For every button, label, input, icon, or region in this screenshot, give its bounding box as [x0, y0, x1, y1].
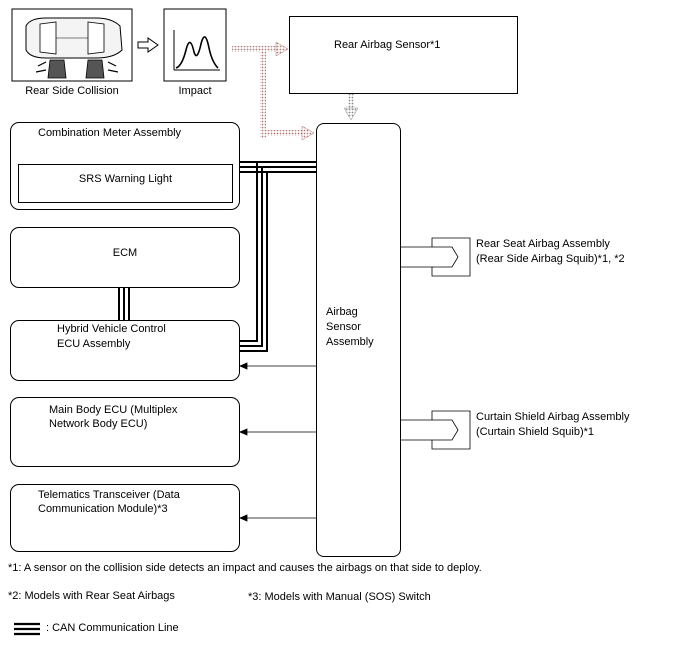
sensor-signal-arrow [343, 94, 359, 121]
rear-airbag-sensor-label: Rear Airbag Sensor*1 [334, 39, 441, 51]
curtain-airbag-label-line2: (Curtain Shield Squib)*1 [476, 426, 595, 438]
collision-image [11, 8, 133, 82]
hybrid-ecu-label-line1: Hybrid Vehicle Control [57, 323, 166, 335]
impact-graph [163, 8, 227, 82]
ecm-label: ECM [112, 247, 138, 259]
airbag-sensor-label-line2: Sensor [326, 321, 361, 333]
main-body-ecu-label-line2: Network Body ECU) [49, 418, 148, 430]
impact-label: Impact [178, 85, 212, 97]
can-legend-icon [14, 622, 40, 636]
telematics-label-line1: Telematics Transceiver (Data [38, 489, 180, 501]
hybrid-ecu-label-line2: ECU Assembly [57, 338, 131, 350]
collision-to-impact-arrow [137, 37, 159, 53]
collision-label: Rear Side Collision [25, 85, 119, 97]
airbag-sensor-assembly-box: Airbag Sensor Assembly [316, 123, 401, 557]
can-line-ecm [118, 288, 130, 321]
can-line-meter [240, 161, 316, 173]
curtain-squib-connector [401, 410, 471, 450]
rear-seat-airbag-label-line1: Rear Seat Airbag Assembly [476, 238, 610, 250]
telematics-label-line2: Communication Module)*3 [38, 503, 168, 515]
rear-seat-airbag-label-line2: (Rear Side Airbag Squib)*1, *2 [476, 253, 625, 265]
signal-arrows-left [238, 362, 316, 522]
impact-signal-arrows [232, 41, 315, 141]
footnote-1: *1: A sensor on the collision side detec… [8, 562, 482, 574]
footnote-2: *2: Models with Rear Seat Airbags [8, 590, 175, 602]
rear-seat-squib-connector [401, 237, 471, 277]
hybrid-ecu-box: Hybrid Vehicle Control ECU Assembly [10, 320, 240, 381]
main-body-ecu-box: Main Body ECU (Multiplex Network Body EC… [10, 397, 240, 467]
footnote-3: *3: Models with Manual (SOS) Switch [248, 591, 431, 603]
ecm-box: ECM [10, 227, 240, 288]
combination-meter-box: Combination Meter Assembly SRS Warning L… [10, 122, 240, 210]
airbag-sensor-label-line1: Airbag [326, 306, 358, 318]
telematics-box: Telematics Transceiver (Data Communicati… [10, 484, 240, 552]
srs-warning-light-label: SRS Warning Light [78, 173, 173, 185]
main-body-ecu-label-line1: Main Body ECU (Multiplex [49, 404, 178, 416]
can-line-hybrid [240, 162, 268, 352]
rear-airbag-sensor-box: Rear Airbag Sensor*1 [289, 16, 518, 94]
srs-warning-light-box: SRS Warning Light [18, 164, 233, 203]
combination-meter-label: Combination Meter Assembly [38, 127, 182, 139]
can-legend-label: : CAN Communication Line [46, 622, 179, 634]
curtain-airbag-label-line1: Curtain Shield Airbag Assembly [476, 411, 630, 423]
airbag-sensor-label-line3: Assembly [326, 336, 374, 348]
